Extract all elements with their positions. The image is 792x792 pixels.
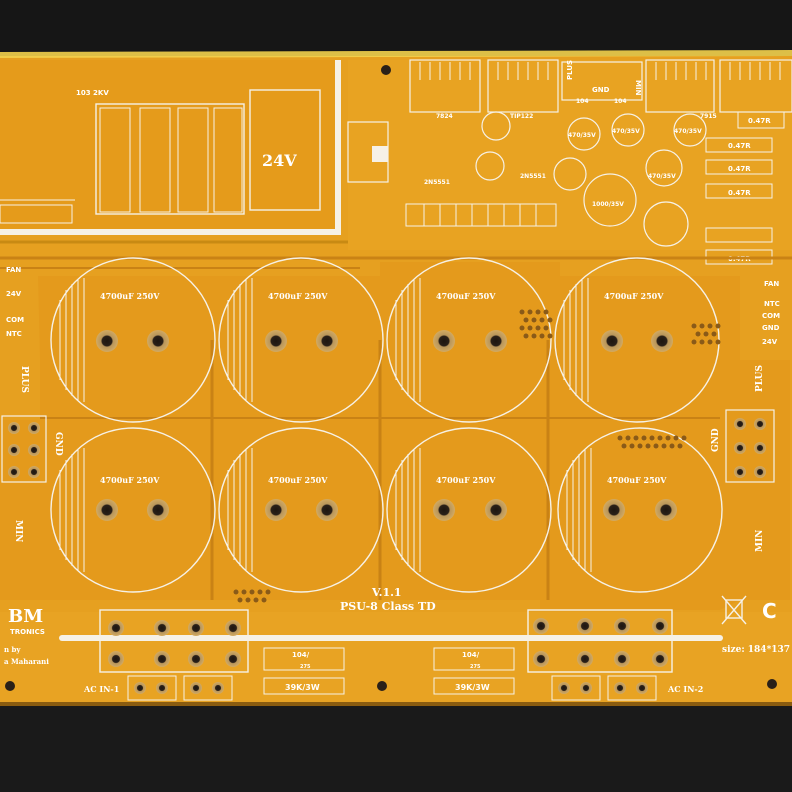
credit-line-1: n by <box>4 645 21 654</box>
res-label-1: 0.47R <box>748 117 771 125</box>
label-ntc-right: NTC <box>764 300 780 308</box>
main-cap-pads <box>96 330 677 521</box>
main-cap-5: 4700uF 250V <box>50 427 216 593</box>
label-7915: 7915 <box>700 113 717 120</box>
brand-name: TRONICS <box>10 628 45 636</box>
ac-in-1-label: AC IN-1 <box>83 684 119 694</box>
label-fan-left: FAN <box>6 266 21 274</box>
main-cap-label: 4700uF 250V <box>100 475 160 485</box>
res-39k-right: 39K/3W <box>455 683 490 692</box>
left-terminals: FAN 24V COM NTC PLUS GND MIN <box>1 266 63 542</box>
main-cap-label: 4700uF 250V <box>268 475 328 485</box>
label-ntc-left: NTC <box>6 330 22 338</box>
label-gnd-left: GND <box>53 432 63 456</box>
main-cap-label: 4700uF 250V <box>100 291 160 301</box>
credit-line-2: a Maharani <box>4 657 49 666</box>
res-label-2: 0.47R <box>728 142 751 150</box>
main-cap-8: 4700uF 250V <box>557 427 723 593</box>
label-104-a: 104 <box>576 98 589 105</box>
version-label: V.1.1 <box>371 586 402 599</box>
board-title: V.1.1 PSU-8 Class TD <box>340 586 436 613</box>
right-terminals: FAN NTC COM GND 24V PLUS GND MIN <box>711 280 780 552</box>
label-103-2kv: 103 2KV <box>76 89 109 97</box>
main-cap-label: 4700uF 250V <box>436 475 496 485</box>
label-min-left: MIN <box>13 520 23 542</box>
main-cap-1: 4700uF 250V <box>50 257 216 423</box>
weee-icon <box>721 595 747 625</box>
main-cap-label: 4700uF 250V <box>604 291 664 301</box>
label-gnd-right: GND <box>762 324 780 332</box>
label-tip122: TIP122 <box>510 113 533 120</box>
label-7824: 7824 <box>436 113 453 120</box>
cap-104-right: 104/ <box>462 651 480 659</box>
res-label-4: 0.47R <box>728 189 751 197</box>
cap-label-470-1: 470/35V <box>568 132 596 139</box>
control-section: PLUS MIN GND 104 104 7824 7915 TIP122 2N… <box>347 59 792 265</box>
cap-label-470-3: 470/35V <box>674 128 702 135</box>
brand-logo: BM TRONICS n by a Maharani <box>4 606 49 666</box>
upper-left-section: 103 2KV 24V <box>0 60 382 244</box>
size-label: size: 184*137 <box>722 645 790 655</box>
cap-275-right: 275 <box>470 664 481 670</box>
table-surface <box>0 706 792 792</box>
main-cap-6: 4700uF 250V <box>218 427 384 593</box>
cap-label-470-2: 470/35V <box>612 128 640 135</box>
ce-mark-icon: C <box>762 599 777 623</box>
label-min-top: MIN <box>634 80 642 96</box>
label-gnd-top: GND <box>592 86 610 94</box>
main-copper-pour <box>0 256 792 610</box>
label-2n5551-a: 2N5551 <box>424 179 450 186</box>
label-min-right: MIN <box>755 530 765 552</box>
label-24v-right: 24V <box>762 338 778 346</box>
label-24v-relay: 24V <box>262 151 297 170</box>
bottom-strip: 104/ 275 104/ 275 39K/3W 39K/3W AC IN-1 … <box>0 65 792 702</box>
res-label-3: 0.47R <box>728 165 751 173</box>
cap-104-left: 104/ <box>292 651 310 659</box>
label-gnd-right-vert: GND <box>711 428 721 452</box>
main-cap-2: 4700uF 250V <box>218 257 384 423</box>
cap-label-1000: 1000/35V <box>592 201 624 208</box>
model-label: PSU-8 Class TD <box>340 600 436 613</box>
label-plus-right: PLUS <box>755 365 765 392</box>
label-104-b: 104 <box>614 98 627 105</box>
cap-label-470-4: 470/35V <box>648 173 676 180</box>
main-cap-3: 4700uF 250V <box>386 257 552 423</box>
label-2n5551-b: 2N5551 <box>520 173 546 180</box>
main-cap-label: 4700uF 250V <box>268 291 328 301</box>
main-cap-7: 4700uF 250V <box>386 427 552 593</box>
label-plus-top: PLUS <box>566 60 574 80</box>
label-plus-left: PLUS <box>19 366 29 393</box>
ac-in-2-label: AC IN-2 <box>667 684 703 694</box>
label-com-right: COM <box>762 312 780 320</box>
main-cap-label: 4700uF 250V <box>607 475 667 485</box>
res-39k-left: 39K/3W <box>285 683 320 692</box>
cap-275-left: 275 <box>300 664 311 670</box>
brand-initials: BM <box>8 606 43 627</box>
label-24v-left: 24V <box>6 290 22 298</box>
main-cap-label: 4700uF 250V <box>436 291 496 301</box>
label-fan-right: FAN <box>764 280 779 288</box>
label-com-left: COM <box>6 316 24 324</box>
